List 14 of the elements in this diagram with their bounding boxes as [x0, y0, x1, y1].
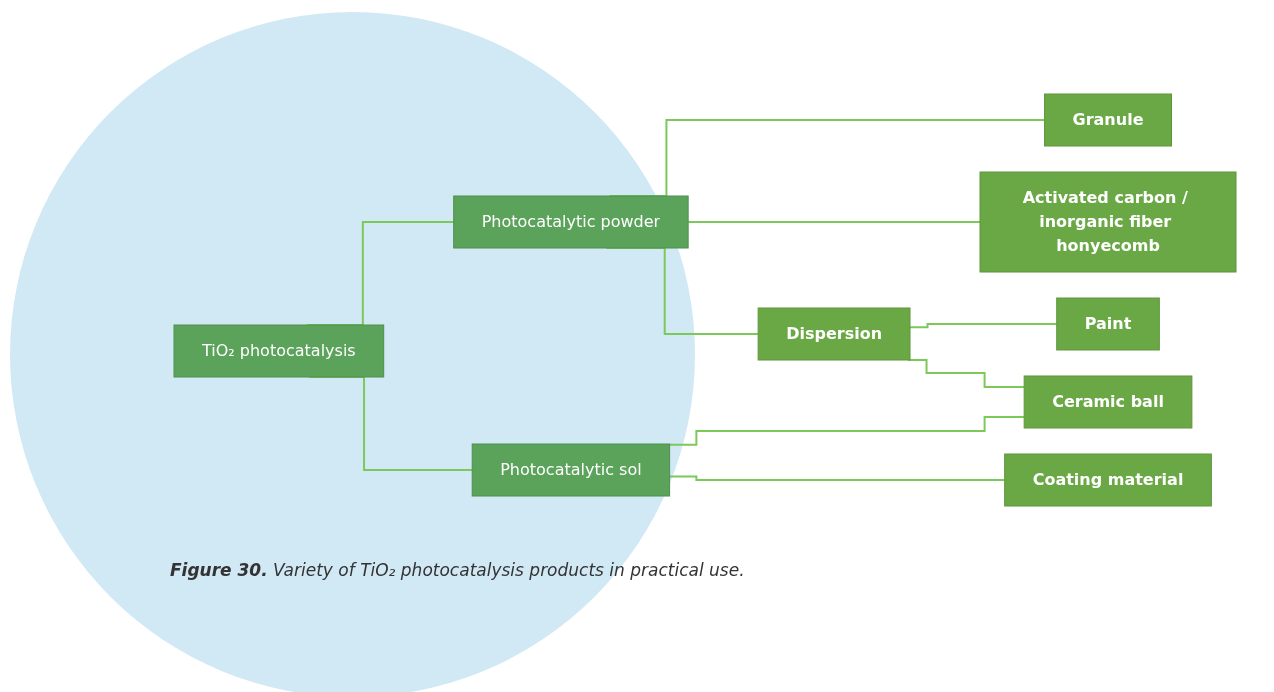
node-box: Photocatalytic powder — [453, 195, 689, 249]
connector — [687, 221, 981, 223]
node-box: Paint — [1056, 297, 1160, 351]
node-box: TiO₂ photocatalysis — [173, 324, 385, 378]
connector — [668, 475, 1006, 481]
node-box: Granule — [1044, 93, 1172, 147]
node-box: Photocatalytic sol — [471, 443, 671, 497]
figure-caption: Figure 30. Variety of TiO₂ photocatalysis products in practical use. — [170, 560, 745, 580]
connector — [909, 323, 1058, 329]
node-box: Coating material — [1004, 453, 1212, 507]
node-box: Ceramic ball — [1023, 375, 1193, 429]
connector — [668, 415, 1026, 446]
node-box: Dispersion — [757, 307, 911, 361]
node-box: Activated carbon / inorganic fiber honyecomb — [979, 171, 1237, 273]
